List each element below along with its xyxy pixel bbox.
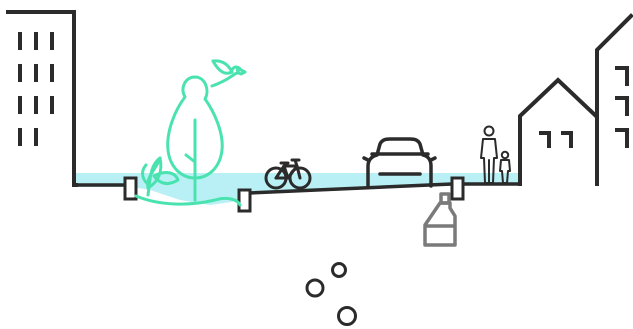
particles-icon xyxy=(307,264,356,325)
right-tower-icon xyxy=(597,16,631,184)
left-building-icon xyxy=(8,12,76,185)
curb-right xyxy=(452,178,463,199)
bird-icon xyxy=(212,61,245,86)
curb-middle xyxy=(239,190,250,211)
curb-left xyxy=(125,178,136,199)
particle xyxy=(339,308,356,325)
bottle-icon xyxy=(425,194,455,245)
right-house-icon xyxy=(520,80,596,184)
particle xyxy=(307,280,323,296)
particle xyxy=(333,264,346,277)
